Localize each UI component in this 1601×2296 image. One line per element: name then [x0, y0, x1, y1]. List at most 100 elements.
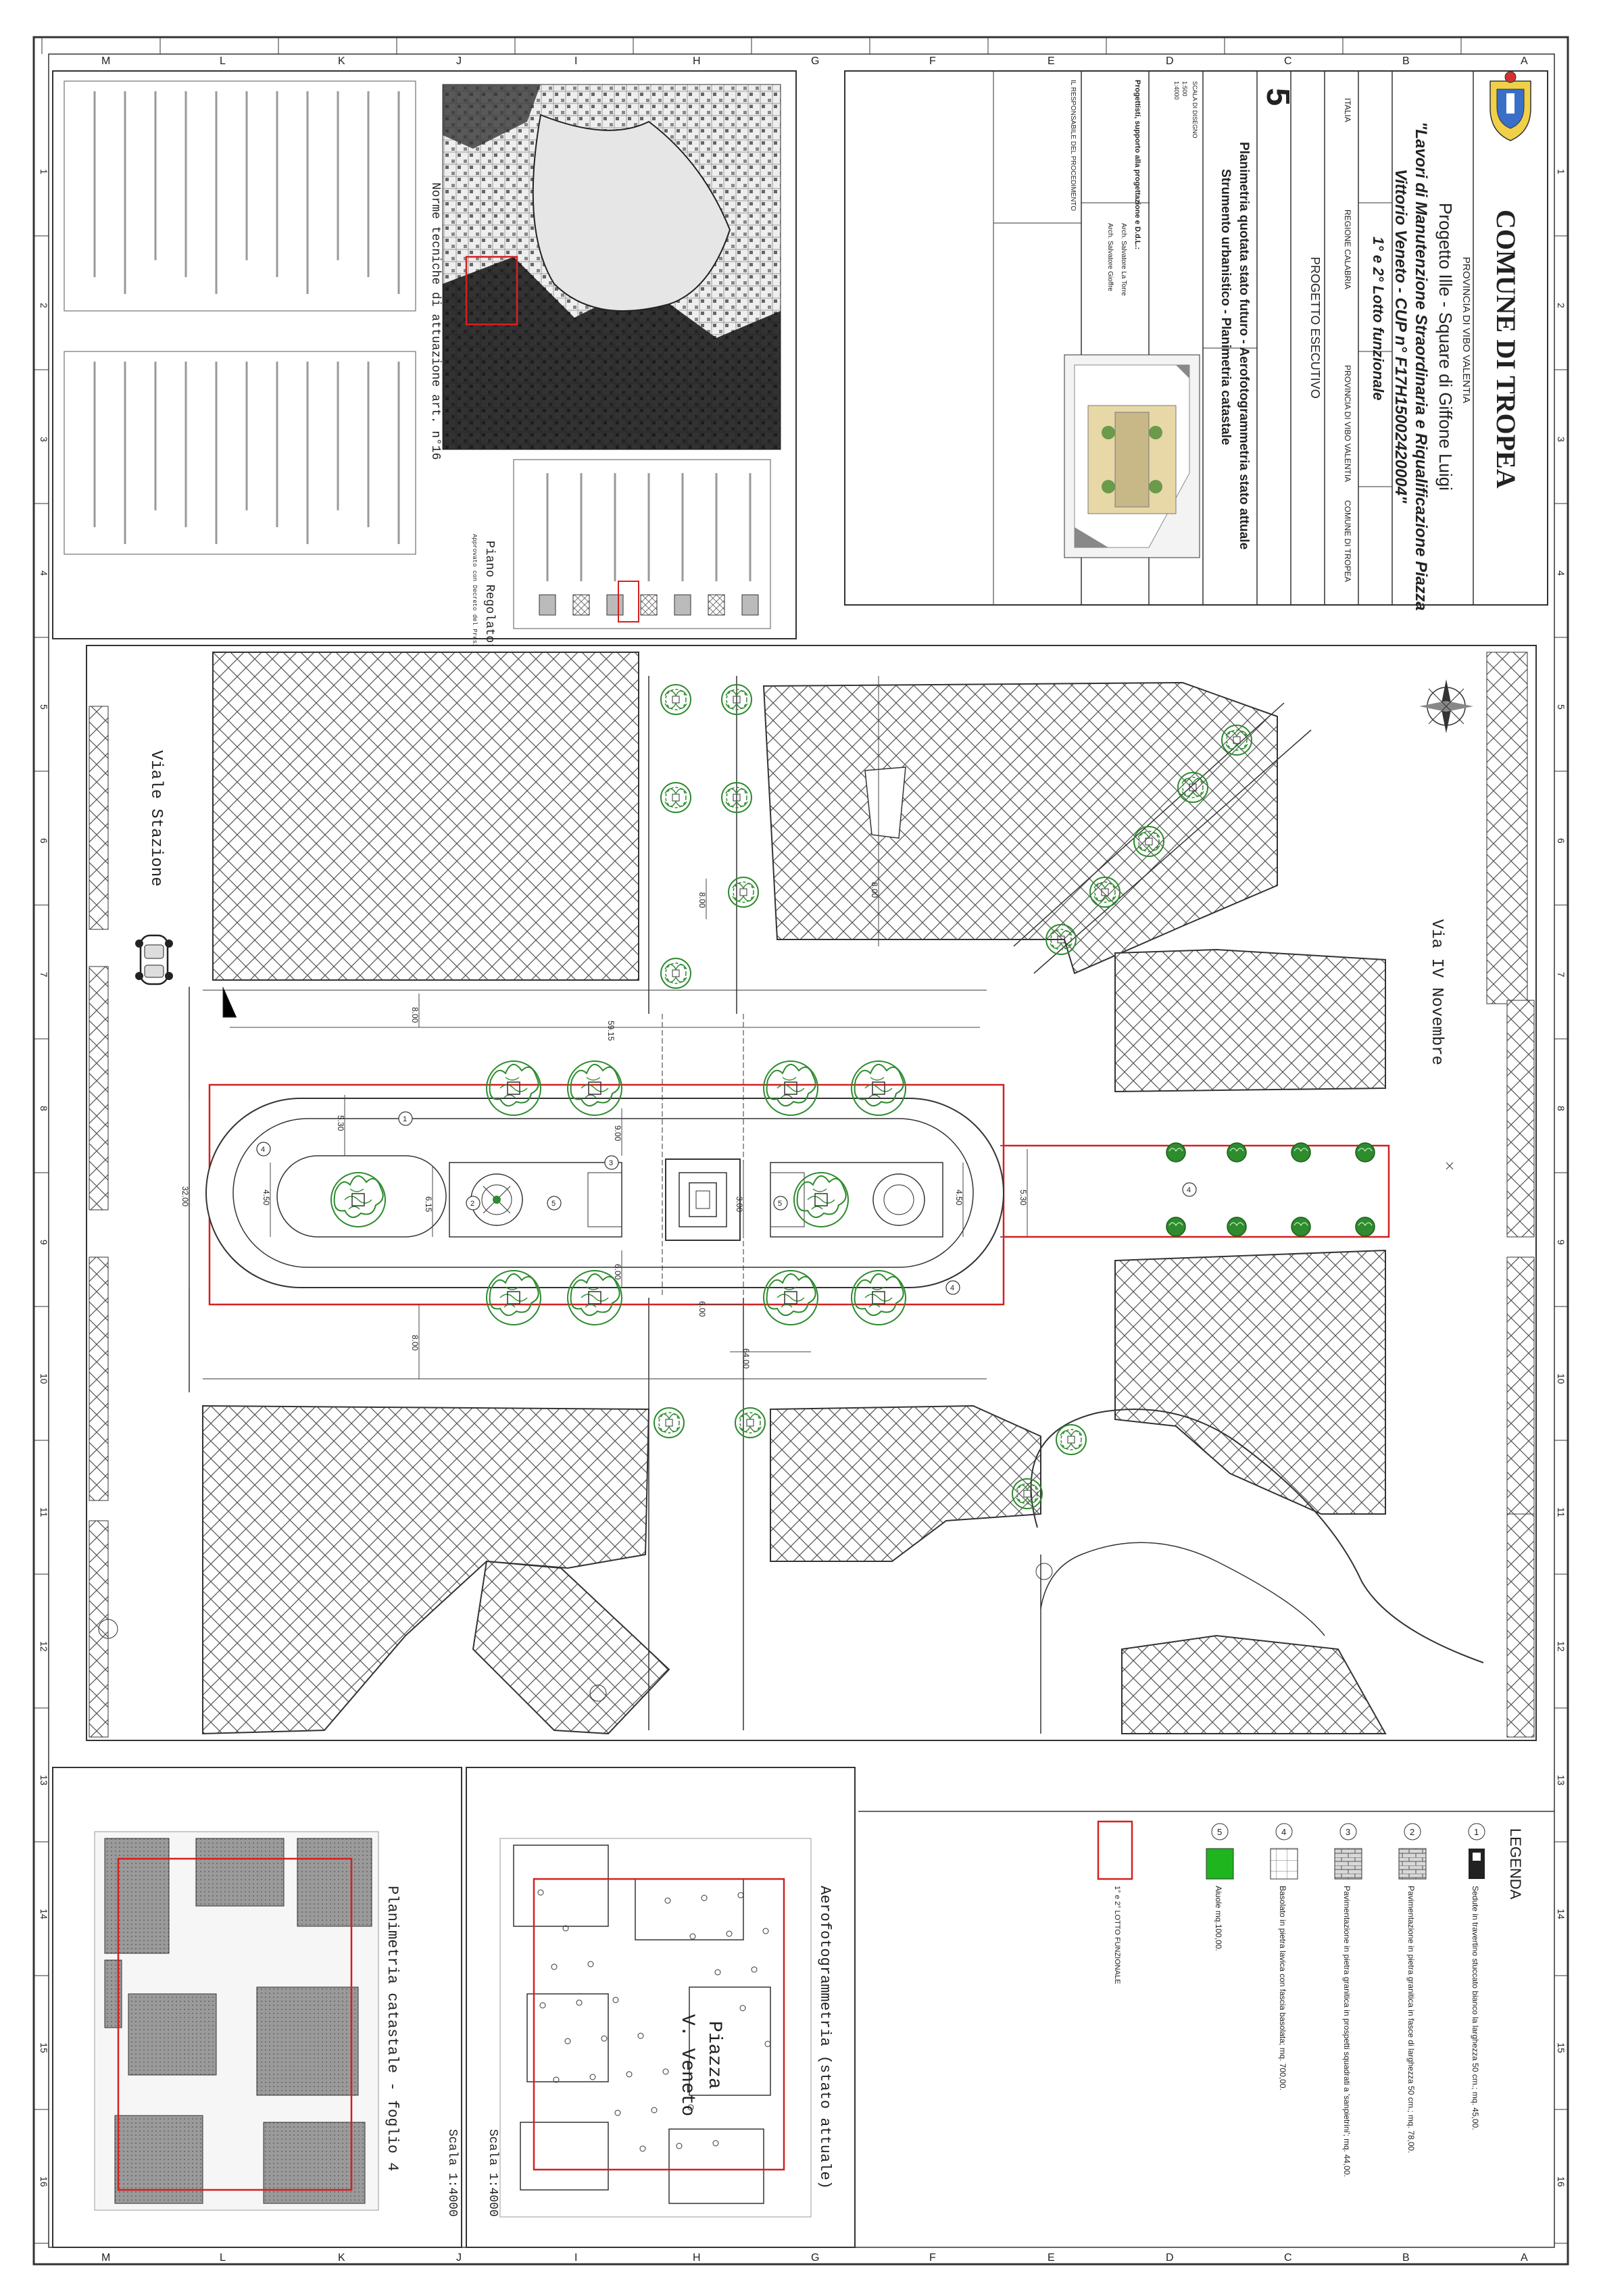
- legend-item-number: 1: [1474, 1827, 1479, 1837]
- grid-letter-top: J: [456, 55, 462, 67]
- grid-letter-bottom: D: [1166, 2252, 1174, 2264]
- scale-label: SCALA DI DISEGNO: [1191, 81, 1198, 139]
- cadastral-inset: Planimetria catastale - foglio 4 Scala 1…: [52, 1767, 462, 2248]
- grid-number-left: 5: [39, 704, 49, 710]
- zone-marker: [466, 1196, 481, 1211]
- grid-number-left: 6: [39, 838, 49, 844]
- grid-letter-top: D: [1166, 55, 1174, 67]
- grid-letter-bottom: B: [1402, 2252, 1410, 2264]
- dimension-label: 5.30: [1018, 1190, 1028, 1206]
- grid-letter-top: G: [811, 55, 819, 67]
- piazza-oval: [205, 1098, 1004, 1288]
- grid-number-right: 15: [1556, 2043, 1567, 2053]
- tree-symbols: [330, 684, 1375, 1509]
- region-cell-2: REGIONE CALABRIA: [1343, 210, 1352, 289]
- zone-marker-number: 5: [778, 1200, 782, 1208]
- staff-cell-2: Arch. Salvatore La Torre: [1120, 223, 1127, 296]
- zone-marker-number: 2: [470, 1200, 474, 1208]
- grid-number-right: 12: [1556, 1641, 1567, 1652]
- grid-number-right: 16: [1556, 2176, 1567, 2187]
- aerial-tree-dot: [553, 2076, 560, 2083]
- fountain-center: [493, 1196, 501, 1204]
- zone-marker: [256, 1142, 271, 1156]
- region-cell-3: PROVINCIA DI VIBO VALENTIA: [1343, 365, 1352, 482]
- legend-item-number-circle: [1468, 1823, 1485, 1840]
- grid-number-left: 15: [39, 2043, 49, 2053]
- zone-marker: [773, 1196, 788, 1211]
- zone-marker-number: 5: [551, 1200, 556, 1208]
- aerial-tree-dot: [626, 2071, 633, 2078]
- staff-cell-4: IL RESPONSABILE DEL PROCEDIMENTO: [1069, 80, 1077, 211]
- grid-number-left: 14: [39, 1909, 49, 1920]
- aerial-tree-dot: [737, 1892, 744, 1899]
- bench-icon: [1473, 1853, 1481, 1861]
- aerial-tree-dot: [689, 1933, 696, 1940]
- project-title-3: 1° e 2° Lotto funzionale: [1370, 237, 1387, 401]
- outer-frame: [32, 36, 1569, 2266]
- grid-number-right: 4: [1556, 570, 1567, 576]
- aerial-tree-dot: [589, 2074, 596, 2080]
- aerial-tree-dot: [562, 1925, 569, 1932]
- aerial-tree-dot: [712, 2140, 719, 2147]
- zone-marker-number: 4: [1187, 1186, 1191, 1194]
- aerial-tree-dot: [537, 1889, 544, 1896]
- legend-item-number-circle: [1275, 1823, 1293, 1840]
- project-line: Progetto Ille - Square di Giffone Luigi: [1435, 203, 1456, 491]
- legend-item-number-circle: [1211, 1823, 1229, 1840]
- dimension-label: 9.00: [613, 1125, 622, 1142]
- aerial-veneto-label: V. Veneto: [676, 2014, 697, 2116]
- legend-item-text: Sedute in travertino stuccato bianco la …: [1471, 1886, 1480, 2130]
- legend-item-number-circle: [1404, 1823, 1421, 1840]
- grid-number-right: 11: [1556, 1507, 1567, 1517]
- aerial-tree-dot: [664, 1897, 671, 1904]
- grid-letter-bottom: L: [220, 2252, 226, 2264]
- grid-letter-bottom: G: [811, 2252, 819, 2264]
- grid-number-left: 1: [39, 169, 49, 174]
- dimension-label: 4.50: [262, 1190, 271, 1206]
- grid-letter-top: B: [1402, 55, 1410, 67]
- car-icon: [135, 934, 173, 985]
- municipality-name: COMUNE DI TROPEA: [1491, 210, 1521, 489]
- legend-item-text: Basolato in pietra lavica con fascia bas…: [1278, 1886, 1287, 2091]
- prg-legend-swatch: [539, 594, 556, 616]
- legend-swatch: [1206, 1848, 1234, 1880]
- avenue-tree-icon: [1166, 1217, 1186, 1237]
- grid-letter-top: K: [338, 55, 345, 67]
- grid-number-left: 3: [39, 437, 49, 442]
- aerial-tree-dot: [601, 2035, 608, 2042]
- dimension-label: 8.00: [697, 892, 707, 908]
- zone-marker: [398, 1111, 413, 1126]
- grid-number-right: 14: [1556, 1909, 1567, 1920]
- legend-item-number: 4: [1281, 1827, 1286, 1837]
- grid-letter-top: L: [220, 55, 226, 67]
- zone-marker: [1182, 1182, 1197, 1197]
- aerial-tree-dot: [687, 2104, 694, 2111]
- grid-letter-top: C: [1284, 55, 1292, 67]
- grid-number-right: 3: [1556, 437, 1567, 442]
- zone-marker-number: 1: [403, 1115, 407, 1123]
- grid-number-right: 10: [1556, 1373, 1567, 1384]
- project-title-2: Vittorio Veneto - CUP n° F17H15002420004…: [1391, 169, 1410, 504]
- legend-item-number: 5: [1217, 1827, 1222, 1837]
- zone-marker: [945, 1280, 960, 1295]
- cadastral-title: Planimetria catastale - foglio 4: [384, 1886, 401, 2171]
- aerial-tree-dot: [539, 2002, 546, 2009]
- grid-letter-bottom: K: [338, 2252, 345, 2264]
- compass-rose-icon: [1419, 679, 1473, 733]
- aerial-piazza-label: Piazza: [704, 2021, 724, 2089]
- legend-swatch: [1398, 1848, 1427, 1880]
- legend-item-text: Pavimentazione in pietra granitica in fa…: [1406, 1886, 1416, 2153]
- aerial-tree-dot: [587, 1961, 594, 1968]
- grid-letter-top: H: [693, 55, 701, 67]
- grid-number-left: 7: [39, 972, 49, 977]
- prg-legend-swatch: [572, 594, 590, 616]
- grid-number-left: 9: [39, 1240, 49, 1245]
- legend-boundary-label: 1° e 2° LOTTO FUNZIONALE: [1113, 1886, 1121, 1984]
- aerial-tree-dot: [762, 1928, 769, 1934]
- scale-value-2: 1:4000: [1173, 81, 1180, 100]
- legend-item-number: 3: [1346, 1827, 1350, 1837]
- cadastral-scale: Scala 1:4000: [445, 2129, 459, 2217]
- legend-item-number: 2: [1410, 1827, 1414, 1837]
- prg-legend-swatch: [640, 594, 658, 616]
